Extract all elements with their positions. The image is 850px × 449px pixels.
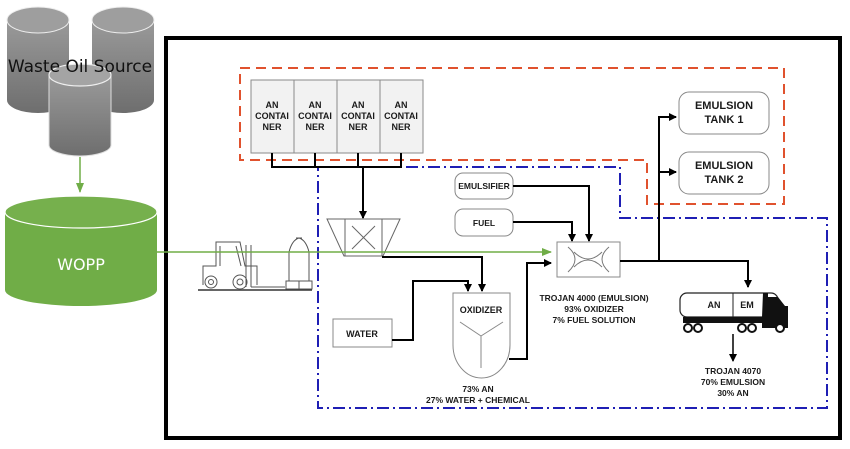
storage-boundary: [239, 67, 785, 205]
emulsion-tank-1: EMULSION TANK 1: [678, 91, 770, 135]
svg-text:CONTAI: CONTAI: [255, 111, 289, 121]
svg-text:EMULSION: EMULSION: [695, 100, 753, 112]
hopper-crusher-icon: [326, 218, 401, 257]
svg-text:EMULSION: EMULSION: [695, 160, 753, 172]
svg-text:NER: NER: [305, 122, 325, 132]
an-container: AN CONTAI NER: [379, 79, 424, 154]
mixer-caption-3: 7% FUEL SOLUTION: [553, 315, 636, 325]
oxidizer-caption-1: 73% AN: [462, 384, 493, 394]
svg-text:AN: AN: [309, 100, 322, 110]
wopp-label: WOPP: [57, 255, 105, 274]
fuel-box: FUEL: [454, 208, 514, 237]
svg-text:NER: NER: [348, 122, 368, 132]
flow-emulsifier-to-mixer: [513, 185, 593, 242]
waste-oil-source-label: Waste Oil Source: [8, 57, 152, 77]
emulsion-tank-2: EMULSION TANK 2: [678, 151, 770, 195]
mixer-output-lines: [620, 113, 752, 288]
water-box: WATER: [332, 318, 393, 348]
mixer-caption-2: 93% OXIDIZER: [564, 304, 624, 314]
flow-oxidizer-to-mixer: [509, 259, 552, 360]
wopp-tank-icon: WOPP: [4, 195, 158, 306]
flow-water-to-oxidizer: [392, 280, 472, 341]
svg-text:FUEL: FUEL: [473, 218, 495, 228]
svg-text:NER: NER: [262, 122, 282, 132]
diagram-frame: [164, 36, 842, 440]
oil-drum-front: [48, 63, 112, 157]
svg-text:EM: EM: [740, 300, 754, 310]
truck-caption-2: 70% EMULSION: [701, 377, 765, 387]
tanker-truck-icon: AN EM: [679, 292, 788, 333]
oil-drum-back-left: [6, 6, 70, 113]
svg-text:TANK 1: TANK 1: [705, 114, 744, 126]
svg-text:AN: AN: [708, 300, 721, 310]
svg-text:AN: AN: [352, 100, 365, 110]
truck-caption-3: 30% AN: [717, 388, 748, 398]
flow-hopper-to-oxidizer: [382, 256, 486, 292]
an-container: AN CONTAI NER: [293, 79, 338, 154]
flow-fuel-to-mixer: [513, 221, 576, 242]
oxidizer-caption-2: 27% WATER + CHEMICAL: [426, 395, 530, 405]
an-container: AN CONTAI NER: [336, 79, 381, 154]
svg-text:TANK 2: TANK 2: [705, 174, 744, 186]
svg-text:WATER: WATER: [346, 329, 378, 339]
waste-oil-source-icon: Waste Oil Source: [6, 6, 155, 157]
an-container-group: AN CONTAI NER AN CONTAI NER AN CONTAI NE…: [250, 79, 424, 154]
an-container: AN CONTAI NER: [250, 79, 295, 154]
svg-text:OXIDIZER: OXIDIZER: [460, 305, 503, 315]
svg-text:CONTAI: CONTAI: [384, 111, 418, 121]
mixer-caption-1: TROJAN 4000 (EMULSION): [539, 293, 648, 303]
svg-text:CONTAI: CONTAI: [298, 111, 332, 121]
truck-caption-1: TROJAN 4070: [705, 366, 761, 376]
plant-boundary: [317, 166, 828, 409]
svg-text:CONTAI: CONTAI: [341, 111, 375, 121]
svg-text:NER: NER: [391, 122, 411, 132]
emulsifier-box: EMULSIFIER: [454, 172, 514, 200]
svg-text:EMULSIFIER: EMULSIFIER: [458, 181, 509, 191]
oxidizer-vessel: OXIDIZER: [452, 292, 511, 379]
mixer-icon: [556, 241, 621, 278]
forklift-icon: [198, 241, 312, 291]
bulk-bag-icon: [285, 237, 313, 290]
svg-text:AN: AN: [266, 100, 279, 110]
an-collector-lines: [271, 153, 402, 219]
svg-text:AN: AN: [395, 100, 408, 110]
